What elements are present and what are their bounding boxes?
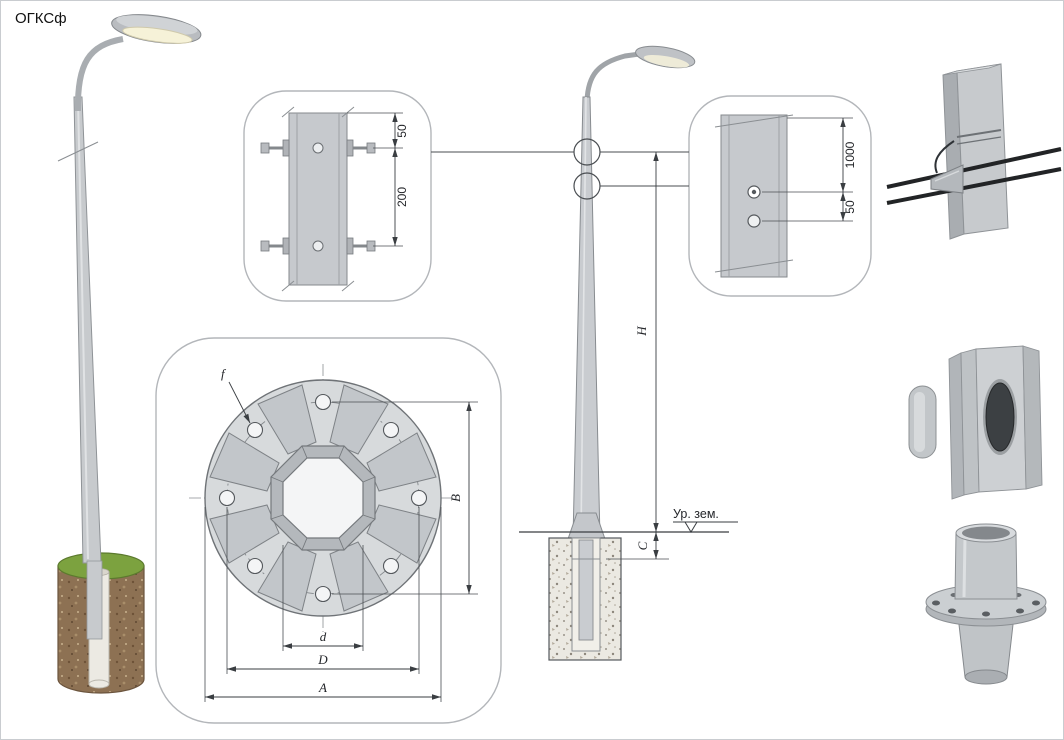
dim-200-spacing: 200 [395,187,409,207]
column-top-face [942,63,1002,76]
dim-50-top: 50 [395,124,409,138]
lamp-lens [122,26,193,44]
label-d: d [320,629,327,644]
washer [282,237,290,255]
clamp-bolt-row-2 [260,237,376,255]
detail-circle-1 [573,138,601,166]
break-mark [341,106,355,118]
flange-hole [1032,600,1040,606]
wedge-highlight [934,170,960,182]
ground-bolt-center [751,189,757,195]
bolt-hole [314,585,332,603]
bolt-hole [246,421,264,439]
flange-hole [948,608,956,614]
pole-shaft-elevation [572,96,601,540]
bolt-head [260,240,270,252]
label-D: D [317,652,328,667]
pole-highlight [580,96,587,538]
bolt-hole [218,489,236,507]
clamp-bolt-row-1 [260,139,376,157]
lamp-top-highlight [116,15,198,35]
label-C: C [635,541,650,550]
flange-hole [1016,608,1024,614]
pole-section [288,112,348,286]
hand-hole-3d-render [908,345,1043,500]
leader-f [228,381,251,424]
pole-3d-render [57,14,202,694]
lamp-arm-elevation [584,50,648,102]
lamp-head-3d [111,14,202,44]
bolt-hole [246,557,264,575]
washer [282,139,290,157]
bolt-hole [312,142,324,154]
pole-inner-octagon-hole [282,457,364,539]
bolt-hole [382,557,400,575]
cylinder-highlight [962,536,967,598]
cable-2 [886,167,1062,205]
dim-1000: 1000 [843,141,857,168]
bolt-hole [410,489,428,507]
lamp-head-elevation [635,45,696,69]
pole-embedded-section [578,539,594,641]
octagon-corner-lines [270,445,376,551]
cable-1 [886,147,1062,189]
bolt-head [260,142,270,154]
detail-circle-2 [573,172,601,200]
label-B: B [448,494,463,502]
bolt-hole [382,421,400,439]
break-mark [714,259,794,273]
washer [346,237,354,255]
cover-highlight [914,392,925,452]
pole-highlight [77,98,89,560]
ground-wire [934,140,955,174]
flange-shoe-3d-render [925,523,1047,685]
flange-bolt-holes [218,393,428,603]
pole-elevation-drawing: Ур. зем. H C [431,45,738,661]
clamp-detail-drawing: 50 200 [243,90,432,302]
flange-hole [932,600,940,606]
grounding-clamp-3d-render [886,63,1062,240]
level-symbol [684,521,698,533]
dim-50-offset: 50 [843,200,857,214]
label-H: H [634,326,649,337]
band-clamp [956,129,1002,138]
pole-embedded-3d [86,560,103,640]
hand-hole-symbol [747,214,761,228]
break-mark [341,280,355,292]
bolt-hole [312,240,324,252]
hand-hole-opening [985,382,1015,452]
band-clamp [956,136,1002,145]
lamp-lens [643,54,690,68]
pole-break-mark [57,141,99,162]
cylinder-bore [962,526,1010,540]
label-f: f [221,366,227,381]
bolt-hole [314,393,332,411]
hole-detail-drawing: 1000 50 [688,95,872,297]
break-mark [281,106,295,118]
ground-level-label: Ур. зем. [673,507,719,521]
sleeve-bottom [88,679,110,689]
break-mark [281,280,295,292]
flange-hole [982,611,990,617]
skirt-bottom [964,669,1008,685]
lamp-arm-3d [74,36,124,112]
pole-facet-right [1022,345,1043,490]
page-title: ОГКСф [15,10,67,27]
washer [346,139,354,157]
break-mark [714,114,794,128]
flange-plan-drawing: f B d D A [155,337,502,724]
label-A: A [318,680,327,695]
column-front-face [956,63,1009,235]
